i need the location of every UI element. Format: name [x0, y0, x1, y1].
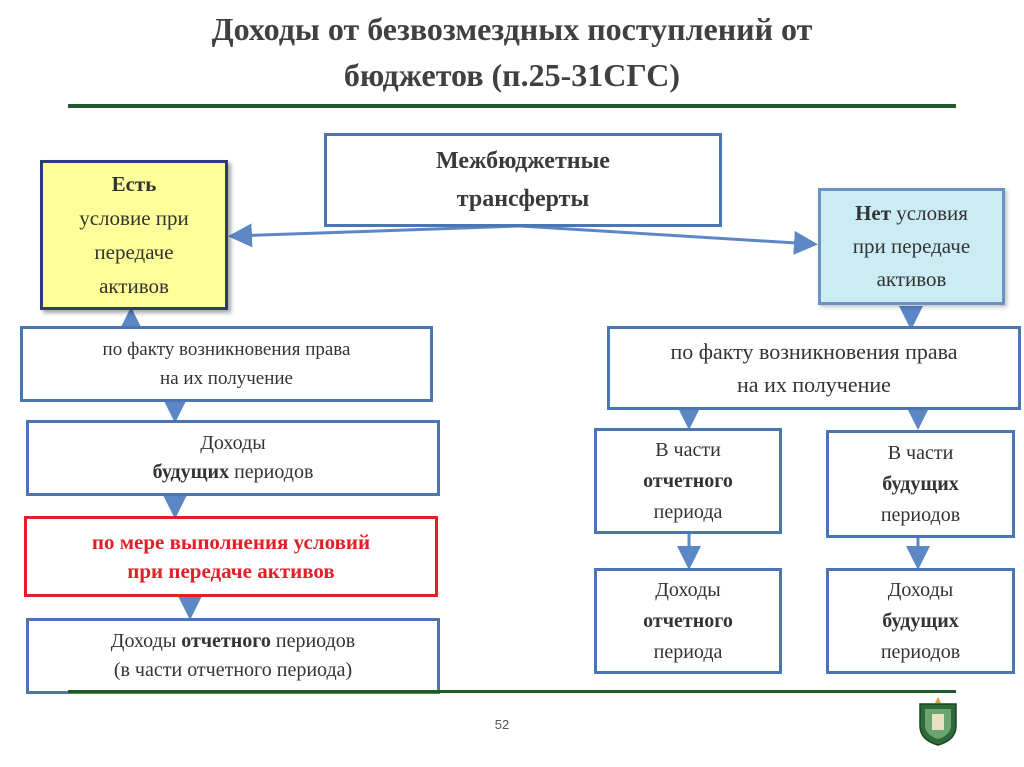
- left-future-bold: будущих: [152, 461, 230, 483]
- no-condition-box: Нет условия при передаче активов: [818, 188, 1005, 305]
- top-divider: [68, 104, 956, 108]
- title-line-1: Доходы от безвозмездных поступлений от: [211, 11, 813, 47]
- right-part-current-line-1: В части: [655, 438, 721, 461]
- right-income-future-box: Доходы будущих периодов: [826, 568, 1015, 674]
- title-line-2: бюджетов (п.25-31СГС): [343, 57, 681, 93]
- page-number: 52: [494, 717, 510, 732]
- arrow-center-to-right: [519, 224, 818, 255]
- left-current-income-box: Доходы отчетного периодов (в части отчет…: [26, 618, 440, 694]
- left-current-pre: Доходы: [110, 630, 182, 652]
- left-fact-line-2: на их получение: [160, 368, 293, 389]
- right-income-future-line-1: Доходы: [887, 578, 954, 601]
- condition-exists-line-3: передаче: [94, 240, 174, 264]
- right-part-current-box: В части отчетного периода: [594, 428, 782, 534]
- right-part-future-line-3: периодов: [880, 503, 961, 526]
- right-part-future-line-1: В части: [887, 441, 954, 464]
- intergovernmental-transfers-box: Межбюджетные трансферты: [324, 133, 722, 227]
- condition-exists-bold: Есть: [111, 172, 157, 196]
- center-line-1: Межбюджетные: [436, 148, 610, 174]
- left-condition-box: по мере выполнения условий при передаче …: [24, 516, 438, 597]
- left-condition-line-2: при передаче активов: [127, 558, 335, 583]
- condition-exists-box: Есть условие при передаче активов: [40, 160, 228, 310]
- left-future-income-box: Доходы будущих периодов: [26, 420, 440, 496]
- right-income-current-bold: отчетного: [643, 609, 733, 632]
- no-condition-rest: условия: [891, 201, 968, 225]
- no-condition-line-2: при передаче: [852, 234, 971, 258]
- emblem-icon: [919, 697, 957, 746]
- right-income-current-box: Доходы отчетного периода: [594, 568, 782, 674]
- no-condition-bold: Нет: [855, 201, 892, 225]
- left-fact-line-1: по факту возникновения права: [102, 339, 351, 360]
- left-future-line-1: Доходы: [200, 432, 266, 454]
- left-condition-line-1: по мере выполнения условий: [91, 529, 371, 554]
- center-line-2: трансферты: [456, 186, 590, 212]
- arrow-center-to-left: [228, 223, 521, 248]
- left-fact-box: по факту возникновения права на их получ…: [20, 326, 433, 402]
- right-income-future-bold: будущих: [882, 609, 959, 632]
- right-part-current-bold: отчетного: [643, 469, 733, 492]
- bottom-divider: [68, 690, 956, 693]
- right-part-current-line-3: периода: [653, 500, 723, 523]
- right-fact-box: по факту возникновения права на их получ…: [607, 326, 1021, 410]
- right-income-current-line-1: Доходы: [655, 578, 721, 601]
- left-current-line-2: (в части отчетного периода): [113, 659, 353, 681]
- condition-exists-line-2: условие при: [79, 206, 189, 230]
- right-part-future-bold: будущих: [882, 472, 959, 495]
- no-condition-line-3: активов: [876, 267, 947, 291]
- right-fact-line-1: по факту возникновения права: [670, 339, 958, 364]
- right-income-future-line-3: периодов: [880, 640, 961, 663]
- slide-title: Доходы от безвозмездных поступлений от б…: [60, 6, 964, 98]
- condition-exists-line-4: активов: [99, 274, 169, 298]
- right-part-future-box: В части будущих периодов: [826, 430, 1015, 538]
- left-future-rest: периодов: [229, 461, 314, 483]
- left-current-post: периодов: [270, 630, 356, 652]
- right-income-current-line-3: периода: [653, 640, 723, 663]
- left-current-bold: отчетного: [181, 630, 271, 652]
- right-fact-line-2: на их получение: [737, 372, 891, 397]
